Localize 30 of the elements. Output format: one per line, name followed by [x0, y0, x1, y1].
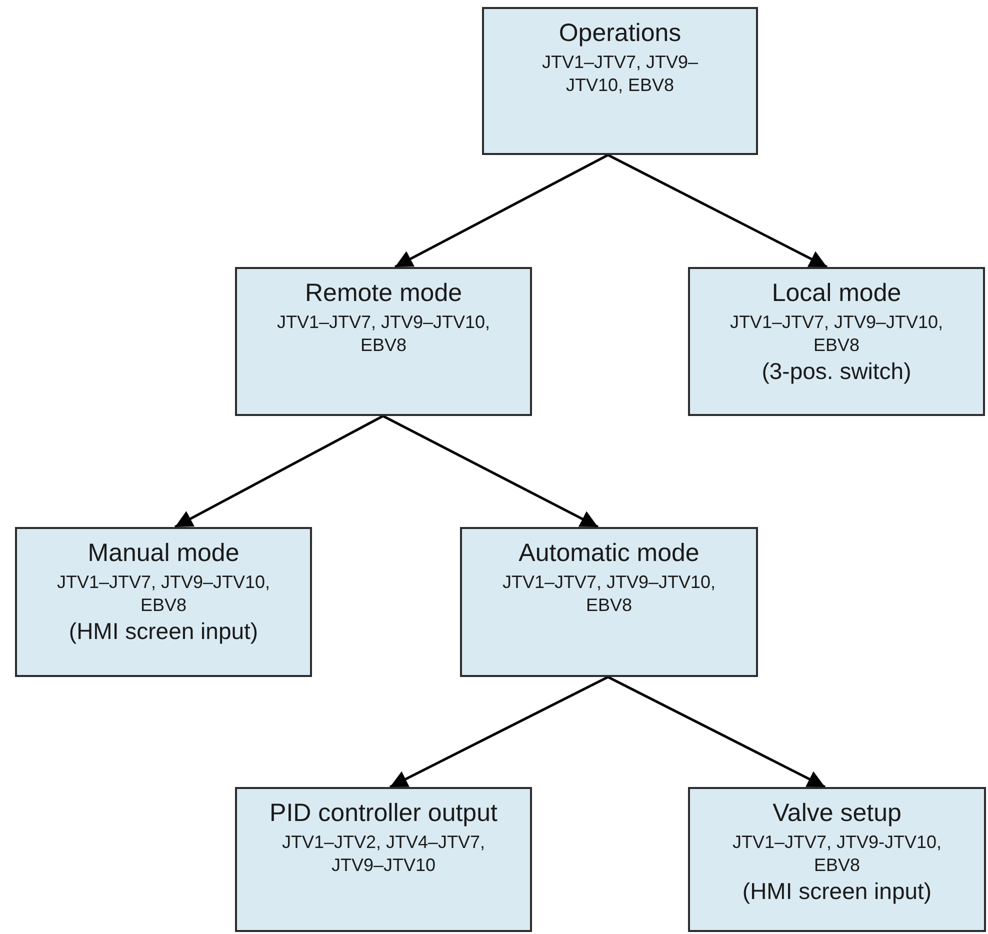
input-note: (HMI screen input) [68, 617, 258, 646]
valve-list: JTV1–JTV7, JTV9–JTV10, EBV8 [27, 571, 300, 617]
valve-list: JTV1–JTV7, JTV9-JTV10, EBV8 [700, 831, 974, 877]
process-box [688, 267, 985, 416]
process-box [15, 527, 312, 677]
mode-heading: Remote mode [304, 279, 464, 308]
valve-list: JTV1–JTV7, JTV9–JTV10, EBV8 [700, 311, 973, 357]
process-box [688, 787, 986, 932]
arrow [174, 414, 384, 528]
mode-heading: Operations [558, 19, 682, 48]
arrow [607, 676, 826, 788]
valve-list: JTV1–JTV7, JTV9–JTV10, EBV8 [494, 51, 746, 97]
process-box [235, 787, 532, 932]
process-box [460, 527, 758, 677]
arrow [394, 154, 609, 268]
mode-heading: Manual mode [86, 539, 240, 568]
arrow [607, 154, 828, 268]
process-box [235, 267, 532, 416]
input-note: (3-pos. switch) [762, 357, 912, 386]
valve-list: JTV1–JTV2, JTV4–JTV7, JTV9–JTV10 [247, 831, 520, 877]
mode-heading: PID controller output [268, 799, 498, 828]
valve-list: JTV1–JTV7, JTV9–JTV10, EBV8 [472, 571, 746, 617]
mode-heading: Valve setup [772, 799, 902, 828]
mode-heading: Automatic mode [518, 539, 700, 568]
valve-list: JTV1–JTV7, JTV9–JTV10, EBV8 [247, 311, 520, 357]
mode-heading: Local mode [770, 279, 902, 308]
input-note: (HMI screen input) [742, 877, 932, 906]
arrow [382, 414, 599, 528]
arrow [389, 676, 609, 788]
process-box [482, 7, 758, 155]
